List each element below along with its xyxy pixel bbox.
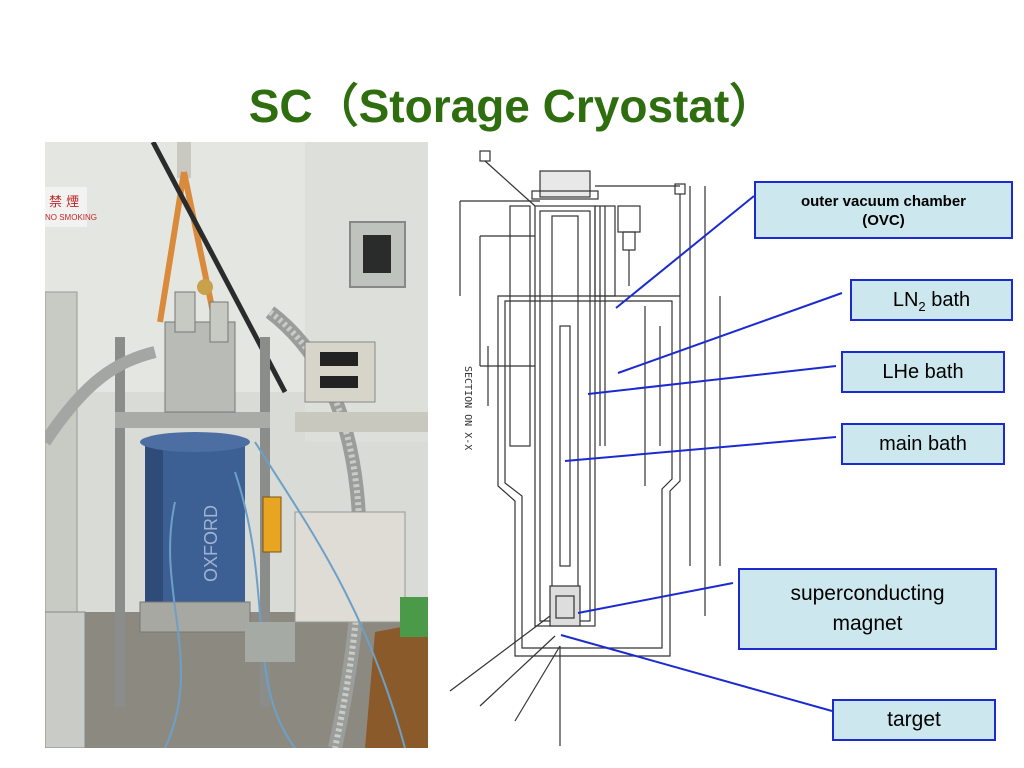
section-label: SECTION ON X-X bbox=[462, 366, 473, 450]
cryostat-photo: 禁 煙 NO SMOKING OXFORD bbox=[45, 142, 428, 748]
callout-ovc-line1: outer vacuum chamber bbox=[800, 193, 967, 210]
callout-ln2-text: LN2 bath bbox=[852, 281, 1011, 326]
callout-ln2-bath: LN2 bath bbox=[850, 279, 1013, 321]
callout-ln2-rest: bath bbox=[925, 289, 971, 311]
callout-lhe-line1: LHe bath bbox=[882, 361, 964, 383]
slide-title: SC（Storage Cryostat） bbox=[248, 80, 776, 132]
callout-superconducting-magnet: superconducting magnet bbox=[738, 568, 997, 650]
callout-target-line1: target bbox=[887, 708, 941, 731]
callout-ovc: outer vacuum chamber (OVC) bbox=[754, 181, 1013, 239]
tank-label: OXFORD bbox=[201, 505, 221, 582]
callout-lhe-bath: LHe bath bbox=[841, 351, 1005, 393]
callout-ln2-sub: 2 bbox=[918, 299, 926, 314]
callout-magnet-line1: superconducting bbox=[790, 582, 945, 605]
callout-magnet-line2: magnet bbox=[832, 612, 903, 635]
callout-main-bath: main bath bbox=[841, 423, 1005, 465]
callout-ovc-line2: (OVC) bbox=[862, 212, 905, 229]
no-smoking-sign-text-en: NO SMOKING bbox=[45, 213, 97, 222]
callout-target: target bbox=[832, 699, 996, 741]
callout-ln2-main: LN bbox=[892, 289, 919, 311]
no-smoking-sign-text: 禁 煙 bbox=[49, 195, 79, 210]
cryostat-photo-drawing: 禁 煙 NO SMOKING OXFORD bbox=[45, 142, 428, 748]
callout-main-bath-line1: main bath bbox=[879, 433, 967, 455]
cryostat-section-diagram: SECTION ON X-X bbox=[440, 146, 740, 746]
section-drawing: SECTION ON X-X bbox=[449, 150, 721, 746]
